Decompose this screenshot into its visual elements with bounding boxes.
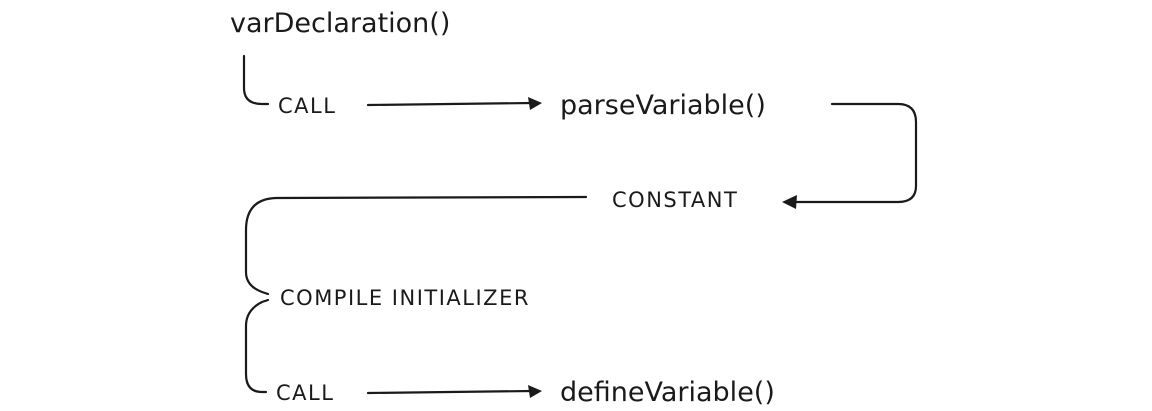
- call-label-2: CALL: [276, 381, 334, 405]
- arrow-right-icon: [366, 97, 542, 110]
- compile-initializer-label: COMPILE INITIALIZER: [280, 286, 530, 310]
- constant-label: CONSTANT: [612, 188, 738, 212]
- define-variable-label: defineVariable(): [560, 377, 775, 408]
- return-path-constant: [794, 102, 918, 204]
- compile-to-call-path: [244, 298, 270, 394]
- call-bracket-1: [242, 54, 270, 106]
- var-declaration-label: varDeclaration(): [230, 8, 450, 39]
- call-label-1: CALL: [278, 94, 336, 118]
- arrow-left-icon: [782, 195, 797, 209]
- parse-variable-label: parseVariable(): [560, 90, 766, 121]
- arrow-right-icon: [366, 385, 542, 398]
- constant-to-compile-path: [244, 195, 588, 296]
